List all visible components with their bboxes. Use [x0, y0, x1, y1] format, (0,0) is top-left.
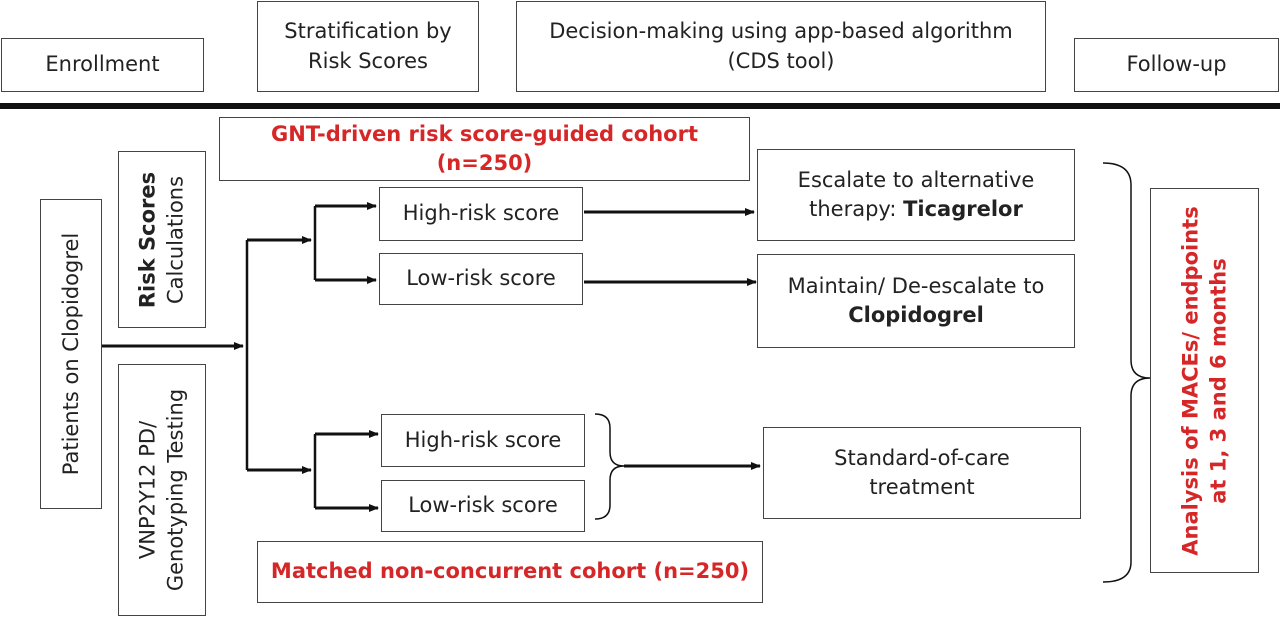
matched-cohort-label: Matched non-concurrent cohort (n=250) — [257, 541, 763, 603]
header-enrollment: Enrollment — [1, 38, 204, 92]
gnt-cohort-text: GNT-driven risk score-guided cohort (n=2… — [270, 121, 698, 175]
risk-scores-box: Risk Scores Calculations — [118, 151, 206, 328]
testing-text: VNP2Y12 PD/ Genotyping Testing — [134, 389, 191, 591]
escalate-box: Escalate to alternative therapy: Ticagre… — [757, 149, 1075, 241]
gnt-low-risk-label: Low-risk score — [406, 266, 556, 291]
matched-high-risk-label: High-risk score — [404, 427, 562, 452]
risk-scores-text: Risk Scores Calculations — [134, 171, 191, 307]
header-decision: Decision-making using app-based algorith… — [516, 1, 1046, 92]
outcome-line2: at 1, 3 and 6 months — [1206, 257, 1231, 504]
gnt-cohort-label: GNT-driven risk score-guided cohort (n=2… — [219, 117, 750, 181]
standard-care-box: Standard-of-care treatment — [763, 427, 1081, 519]
header-stratification: Stratification by Risk Scores — [257, 1, 479, 92]
calculations-label: Calculations — [164, 175, 188, 304]
patients-box: Patients on Clopidogrel — [40, 199, 102, 509]
matched-high-risk-box: High-risk score — [381, 414, 585, 467]
gnt-low-risk-box: Low-risk score — [379, 253, 583, 305]
gnt-high-risk-box: High-risk score — [379, 187, 583, 241]
outcome-line1: Analysis of MACEs/ endpoints — [1178, 205, 1203, 556]
patients-label: Patients on Clopidogrel — [58, 232, 83, 476]
header-followup-label: Follow-up — [1126, 52, 1227, 77]
risk-scores-label: Risk Scores — [135, 171, 160, 308]
header-enrollment-label: Enrollment — [45, 52, 160, 77]
standard-care-line2: treatment — [869, 475, 975, 499]
testing-line2: Genotyping Testing — [164, 388, 188, 592]
matched-cohort-text: Matched non-concurrent cohort (n=250) — [270, 559, 750, 584]
standard-care-line1: Standard-of-care — [834, 445, 1010, 470]
maintain-box: Maintain/ De-escalate to Clopidogrel — [757, 254, 1075, 348]
header-decision-line2: (CDS tool) — [727, 48, 835, 73]
followup-brace — [1102, 162, 1151, 583]
header-followup: Follow-up — [1074, 38, 1279, 92]
matched-low-risk-label: Low-risk score — [408, 493, 558, 518]
maintain-drug: Clopidogrel — [848, 303, 984, 327]
escalate-line2: therapy: — [809, 197, 904, 221]
header-decision-line1: Decision-making using app-based algorith… — [549, 19, 1013, 44]
matched-brace — [594, 413, 625, 520]
maintain-line1: Maintain/ De-escalate to — [787, 273, 1045, 298]
gnt-high-risk-label: High-risk score — [402, 201, 560, 226]
escalate-drug: Ticagrelor — [903, 197, 1023, 221]
header-stratification-line2: Risk Scores — [308, 48, 428, 73]
escalate-line1: Escalate to alternative — [797, 167, 1035, 192]
outcome-box: Analysis of MACEs/ endpoints at 1, 3 and… — [1150, 188, 1259, 573]
header-stratification-line1: Stratification by — [284, 19, 452, 44]
matched-low-risk-box: Low-risk score — [381, 480, 585, 532]
outcome-text: Analysis of MACEs/ endpoints at 1, 3 and… — [1176, 206, 1233, 555]
testing-box: VNP2Y12 PD/ Genotyping Testing — [118, 364, 206, 616]
testing-line1: VNP2Y12 PD/ — [135, 420, 160, 560]
